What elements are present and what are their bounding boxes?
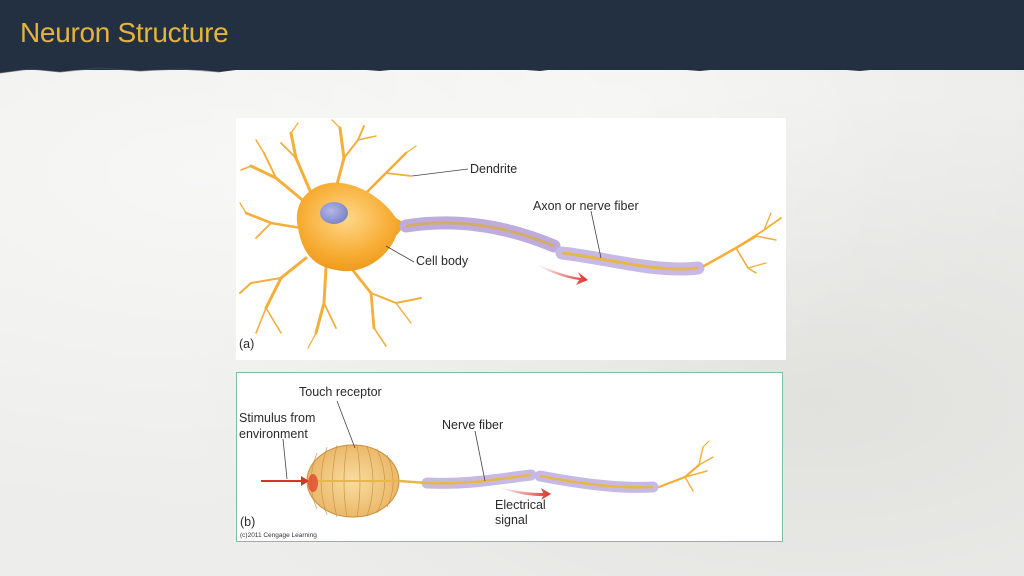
- figure-b-panel: Touch receptor Stimulus from environment…: [236, 372, 783, 542]
- leader-lines-b: [282, 400, 486, 482]
- electrical-signal-arrow: [499, 487, 551, 500]
- electrical-signal-label-line1: Electrical: [495, 498, 546, 512]
- panel-a-label: (a): [239, 337, 254, 351]
- slide-title: Neuron Structure: [20, 17, 229, 48]
- stimulus-label-line2: environment: [239, 427, 308, 441]
- nerve-fiber-segment-2: [534, 470, 659, 493]
- header-rough-edge: [0, 62, 1024, 74]
- panel-b-label: (b): [240, 515, 255, 529]
- axon-segment-2: [555, 246, 705, 276]
- dendrite-label: Dendrite: [470, 162, 517, 176]
- axon-label: Axon or nerve fiber: [533, 199, 639, 213]
- leader-lines: [385, 168, 602, 263]
- dendrites: [239, 119, 422, 349]
- copyright-text: (c)2011 Cengage Learning: [240, 532, 317, 539]
- slide-header: Neuron Structure: [0, 0, 1024, 70]
- cell-body-shape: [296, 182, 406, 272]
- stimulus-arrow: [261, 476, 309, 486]
- axon-segment-1: [399, 216, 561, 253]
- touch-receptor: [306, 444, 400, 518]
- stimulus-label-line1: Stimulus from: [239, 411, 315, 425]
- cell-body-label: Cell body: [416, 254, 469, 268]
- axon-terminals: [702, 212, 782, 274]
- touch-receptor-label: Touch receptor: [299, 385, 382, 399]
- nerve-fiber-segment-1: [398, 469, 537, 489]
- electrical-signal-label-line2: signal: [495, 513, 528, 527]
- receptor-diagram: Touch receptor Stimulus from environment…: [239, 385, 714, 539]
- nucleus: [320, 202, 348, 224]
- neuron-diagram: Dendrite Axon or nerve fiber Cell body (…: [239, 119, 782, 351]
- nerve-fiber-label: Nerve fiber: [442, 418, 503, 432]
- signal-arrow: [536, 264, 588, 285]
- figure-a-panel: Dendrite Axon or nerve fiber Cell body (…: [236, 118, 786, 360]
- nerve-terminals: [657, 440, 714, 492]
